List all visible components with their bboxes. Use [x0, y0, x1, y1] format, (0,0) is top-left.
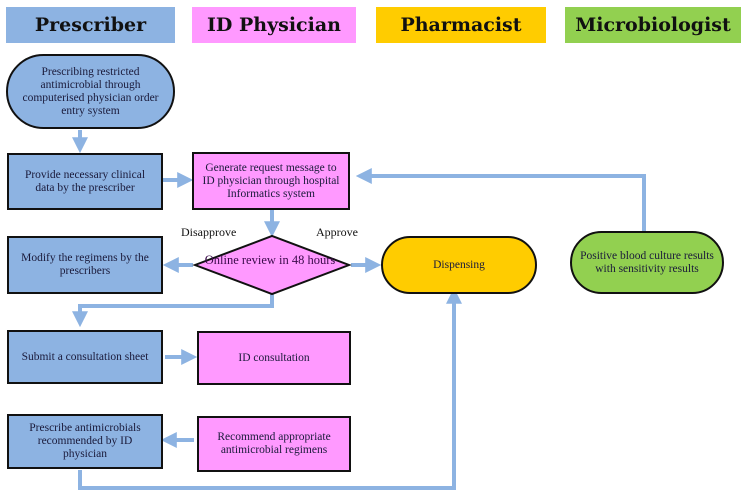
- label-disapprove: Disapprove: [181, 225, 237, 239]
- lane-header-id-physician: ID Physician: [192, 7, 356, 43]
- lane-header-microbiologist: Microbiologist: [565, 7, 741, 43]
- lane-header-prescriber: Prescriber: [6, 7, 175, 43]
- node-modify-regimens: Modify the regimens by the prescribers: [7, 236, 163, 294]
- node-clinical-data: Provide necessary clinical data by the p…: [7, 153, 163, 210]
- arrow-prescribe-to-dispensing: [78, 287, 462, 490]
- node-online-review: Online review in 48 hours: [204, 253, 336, 267]
- node-dispensing: Dispensing: [381, 236, 537, 294]
- node-submit-sheet: Submit a consultation sheet: [7, 330, 163, 384]
- node-generate-request: Generate request message to ID physician…: [192, 152, 350, 210]
- node-start: Prescribing restricted antimicrobial thr…: [6, 54, 175, 129]
- arrow-culture-to-request: [355, 168, 646, 232]
- node-recommend-regimens: Recommend appropriate antimicrobial regi…: [197, 416, 351, 472]
- lane-header-pharmacist: Pharmacist: [376, 7, 546, 43]
- arrow-review-to-submit: [72, 294, 274, 328]
- node-blood-culture: Positive blood culture results with sens…: [570, 231, 724, 294]
- label-approve: Approve: [316, 225, 358, 239]
- node-id-consultation: ID consultation: [197, 331, 351, 385]
- online-review-diamond: [192, 234, 352, 296]
- node-prescribe-recommended: Prescribe antimicrobials recommended by …: [7, 414, 163, 469]
